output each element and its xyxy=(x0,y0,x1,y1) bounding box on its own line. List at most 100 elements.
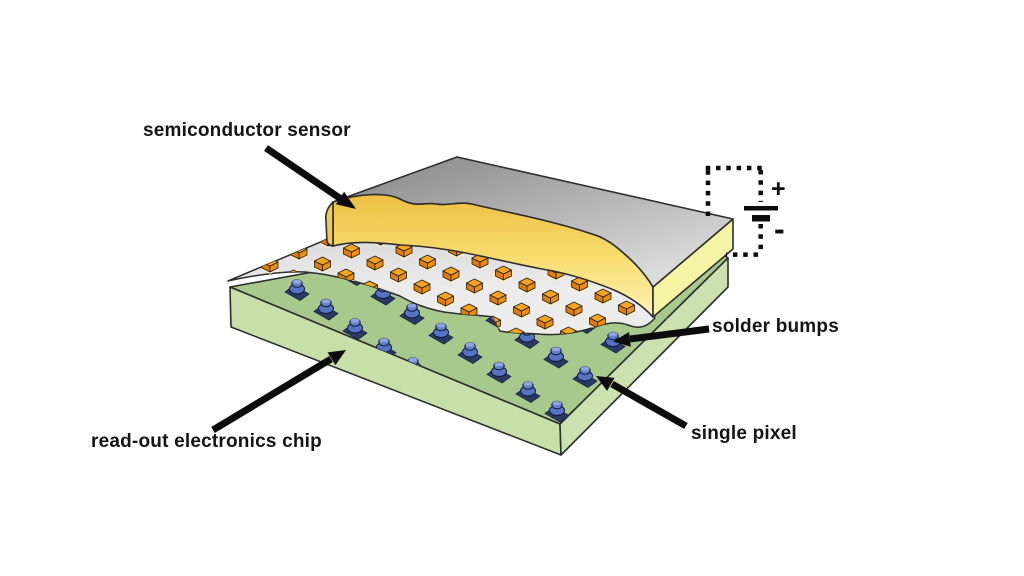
minus-terminal-label: - xyxy=(774,211,785,247)
circuit-dotted-wire xyxy=(705,165,763,257)
sensor-slab xyxy=(324,156,734,318)
sensor-solder-bump xyxy=(565,301,583,318)
battery-symbol xyxy=(744,206,778,222)
chip-solder-bump-highlight xyxy=(494,362,504,367)
bump-base xyxy=(443,277,459,283)
pixel-unit xyxy=(543,346,569,369)
bump-top-face xyxy=(565,301,583,311)
bump-top-face xyxy=(594,288,612,298)
bump-base xyxy=(566,312,582,318)
sensor-solder-bump xyxy=(442,266,460,283)
chip-label: read-out electronics chip xyxy=(91,431,322,452)
pixel-pad xyxy=(658,376,684,393)
pixel-unit xyxy=(284,279,310,301)
sensor-arrow xyxy=(264,145,356,209)
chip-solder-bump-highlight xyxy=(465,342,475,347)
bump-base xyxy=(519,288,535,294)
chip-solder-bump-highlight xyxy=(350,318,360,323)
bump-top-face xyxy=(618,300,635,310)
sensor-solder-bump xyxy=(618,300,635,317)
bump-top-face xyxy=(466,278,483,288)
bump-top-face xyxy=(390,267,407,277)
bump-base xyxy=(495,276,512,282)
bump-base xyxy=(419,265,436,271)
sensor-solder-bump xyxy=(495,265,512,282)
chip-solder-bump-highlight xyxy=(666,371,676,376)
bump-top-face xyxy=(413,279,431,289)
solder-bumps-label: solder bumps xyxy=(712,316,839,337)
sensor-solder-bump xyxy=(536,314,554,331)
sensor-solder-bump xyxy=(413,279,431,296)
battery-long-plate xyxy=(744,206,778,211)
sensor-solder-bump xyxy=(513,302,530,319)
chip-solder-bump xyxy=(635,409,651,421)
pixel-unit xyxy=(544,400,570,423)
bump-top-face xyxy=(337,268,355,278)
bump-base xyxy=(595,299,611,305)
chip-solder-bump-cap xyxy=(665,370,677,380)
chip-solder-bump-highlight xyxy=(580,366,590,371)
sensor-solder-bump xyxy=(594,288,612,305)
bump-top-face xyxy=(536,314,554,324)
chip-solder-bump-highlight xyxy=(551,347,561,352)
sensor-solder-bump xyxy=(466,278,483,295)
pixel-unit xyxy=(600,331,626,354)
chip-solder-bump-highlight xyxy=(408,357,418,362)
chip-solder-bump-highlight xyxy=(321,299,331,304)
bump-base xyxy=(513,313,530,319)
pixel-unit xyxy=(515,381,541,403)
bump-base xyxy=(448,252,465,258)
annotation-arrows xyxy=(211,145,710,433)
pixel-unit xyxy=(486,361,512,384)
bump-base xyxy=(367,266,383,272)
pixel-unit xyxy=(457,342,483,364)
pixel-unit xyxy=(428,322,454,345)
bump-base xyxy=(571,287,588,293)
pixel-pad xyxy=(630,411,656,424)
bump-base xyxy=(343,254,360,260)
sensor-solder-bump xyxy=(419,254,436,271)
pixel-unit xyxy=(572,366,598,388)
chip-solder-bump-highlight xyxy=(608,332,618,337)
sensor-solder-bump xyxy=(366,255,384,272)
bump-top-face xyxy=(513,302,530,312)
sensor-solder-bump xyxy=(542,289,559,306)
bump-base xyxy=(548,275,564,281)
bump-top-face xyxy=(442,266,460,276)
battery-short-plate xyxy=(752,215,770,222)
single-pixel-arrow xyxy=(596,376,688,430)
chip-arrow xyxy=(211,350,346,433)
sensor-solder-bump xyxy=(343,243,360,260)
bump-top-face xyxy=(589,313,606,323)
bump-base xyxy=(314,267,331,273)
bump-top-face xyxy=(419,254,436,264)
single-pixel-label: single pixel xyxy=(691,423,797,444)
bump-base xyxy=(472,264,488,270)
bump-top-face xyxy=(542,289,559,299)
bump-base xyxy=(542,300,559,306)
pixel-unit xyxy=(399,303,425,325)
chip-solder-bump-highlight xyxy=(292,279,302,284)
solder-bumps-arrow xyxy=(613,325,710,347)
pixel-unit xyxy=(658,370,684,393)
pixel-unit xyxy=(342,318,368,340)
sensor-label: semiconductor sensor xyxy=(143,120,351,141)
bump-top-face xyxy=(518,277,536,287)
bump-base xyxy=(291,255,307,261)
bump-top-face xyxy=(437,291,454,301)
sensor-solder-bump xyxy=(518,277,536,294)
bump-top-face xyxy=(495,265,512,275)
chip-solder-bump-highlight xyxy=(436,323,446,328)
chip-solder-bump-highlight xyxy=(552,401,562,406)
bump-top-face xyxy=(314,256,331,266)
bump-top-face xyxy=(366,255,384,265)
chip-solder-bump-highlight xyxy=(407,303,417,308)
pixel-unit xyxy=(313,298,339,321)
sensor-solder-bump xyxy=(314,256,331,273)
bump-base xyxy=(414,290,430,296)
bump-base xyxy=(390,278,407,284)
sensor-top-face xyxy=(332,156,734,288)
bump-base xyxy=(490,301,506,307)
